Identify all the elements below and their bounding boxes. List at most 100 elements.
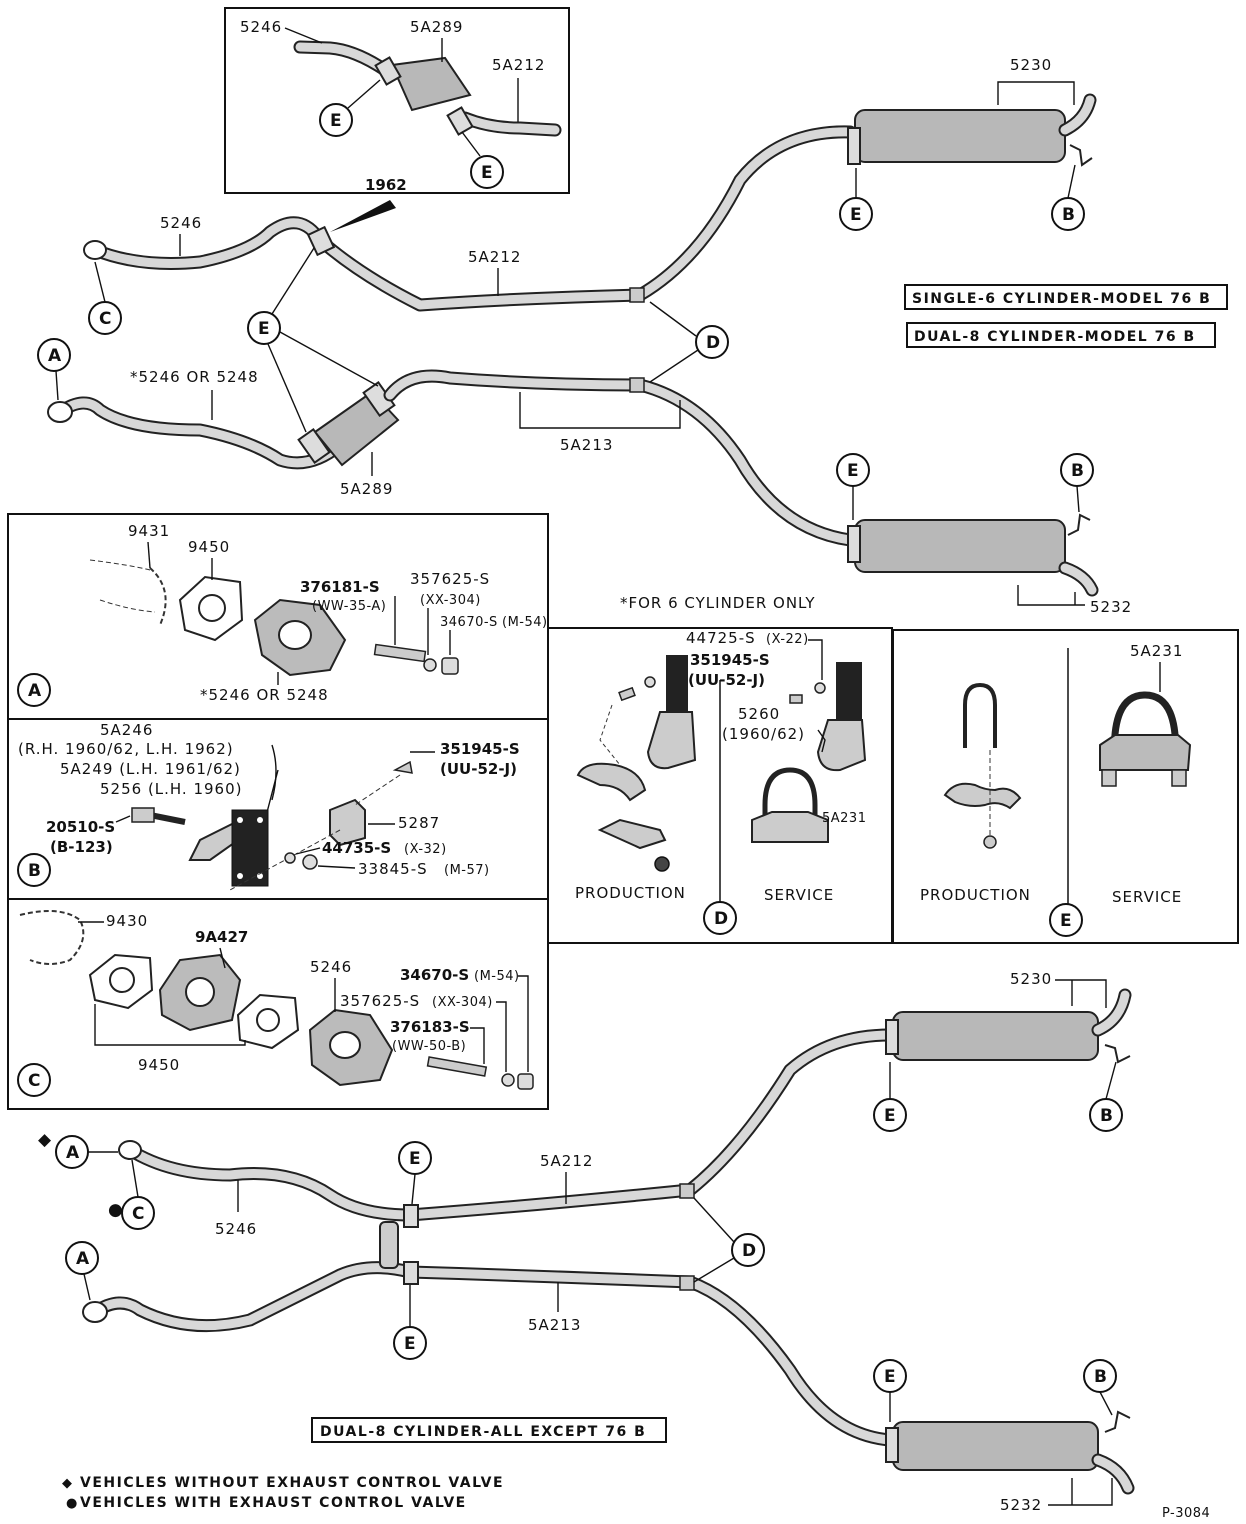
label-376183-s: 376183-S xyxy=(390,1018,470,1036)
label-5232: 5232 xyxy=(1000,1496,1042,1514)
resonator-shape xyxy=(390,56,472,112)
label-5A246-note: (R.H. 1960/62, L.H. 1962) xyxy=(18,740,234,758)
callout-d: D xyxy=(731,1233,765,1267)
svg-text:B: B xyxy=(1071,461,1084,481)
label-5246: 5246 xyxy=(310,958,352,976)
callout-b: B xyxy=(1060,453,1094,487)
label-9450: 9450 xyxy=(188,538,230,556)
label-5A212: 5A212 xyxy=(540,1152,593,1170)
detail-b-panel: 5A246 (R.H. 1960/62, L.H. 1962) 5A249 (L… xyxy=(7,718,549,900)
detail-c-panel: 9430 9A427 5246 34670-S (M-54) 357625-S … xyxy=(7,898,549,1110)
callout-e: E xyxy=(839,197,873,231)
callout-b: B xyxy=(1089,1098,1123,1132)
diamond-marker: ◆ xyxy=(38,1130,52,1150)
label-9450: 9450 xyxy=(138,1056,180,1074)
callout-e: E xyxy=(873,1098,907,1132)
label-376181-s: 376181-S xyxy=(300,578,380,596)
label-service: SERVICE xyxy=(1112,888,1182,906)
svg-text:E: E xyxy=(481,163,493,183)
callout-e: E xyxy=(393,1326,427,1360)
legend: ◆ VEHICLES WITHOUT EXHAUST CONTROL VALVE… xyxy=(62,1475,1210,1521)
production-insulator-shape xyxy=(666,655,688,713)
callout-e: E xyxy=(470,155,504,189)
label-5246-or-5248: *5246 OR 5248 xyxy=(200,686,329,704)
label-44725-s: 44725-S xyxy=(686,629,756,647)
bottom-exhaust-system: 5230 5A212 5246 5A213 5232 ◆ A ● C E D A… xyxy=(38,970,1135,1514)
label-5246-or-5248: *5246 OR 5248 xyxy=(130,368,259,386)
label-34670-s: 34670-S xyxy=(400,966,469,984)
label-33845-s: 33845-S xyxy=(358,860,428,878)
label-351945-code: (UU-52-J) xyxy=(688,671,765,689)
rubber-insulator-shape xyxy=(231,809,269,887)
label-44735-s: 44735-S xyxy=(322,839,391,857)
figure-id: P-3084 xyxy=(1162,1506,1210,1521)
label-9A427: 9A427 xyxy=(195,928,248,946)
muffler-5230 xyxy=(892,1011,1099,1061)
label-357625-s: 357625-S xyxy=(340,992,420,1010)
label-dual-8-all-except: DUAL-8 CYLINDER-ALL EXCEPT 76 B xyxy=(320,1424,646,1440)
label-5A231: 5A231 xyxy=(822,811,866,826)
svg-text:E: E xyxy=(884,1106,896,1126)
label-single-6-cylinder: SINGLE-6 CYLINDER-MODEL 76 B xyxy=(912,291,1211,307)
legend-with-valve: VEHICLES WITH EXHAUST CONTROL VALVE xyxy=(80,1495,467,1511)
detail-d-panel: 44725-S (X-22) 351945-S (UU-52-J) 5260 (… xyxy=(547,627,893,944)
svg-text:D: D xyxy=(714,909,728,929)
label-service: SERVICE xyxy=(764,886,834,904)
svg-text:B: B xyxy=(1062,205,1075,225)
callout-e: E xyxy=(1049,903,1083,937)
callout-a: A xyxy=(55,1135,89,1169)
label-351945-s: 351945-S xyxy=(690,651,770,669)
svg-text:D: D xyxy=(742,1241,756,1261)
label-5A212: 5A212 xyxy=(468,248,521,266)
callout-c: C xyxy=(88,301,122,335)
svg-text:C: C xyxy=(132,1204,144,1224)
svg-text:A: A xyxy=(48,346,62,366)
svg-text:E: E xyxy=(847,461,859,481)
label-9431: 9431 xyxy=(128,522,170,540)
svg-text:B: B xyxy=(1100,1106,1113,1126)
detail-e-panel: 5A231 PRODUCTION SERVICE E xyxy=(892,629,1239,944)
diamond-bullet: ◆ xyxy=(62,1476,73,1491)
svg-text:C: C xyxy=(28,1071,40,1091)
callout-c: C xyxy=(121,1196,155,1230)
label-34670-code: (M-54) xyxy=(502,615,548,630)
label-5232: 5232 xyxy=(1090,598,1132,616)
callout-d: D xyxy=(703,901,737,935)
label-5A289: 5A289 xyxy=(410,18,463,36)
label-5256: 5256 (L.H. 1960) xyxy=(100,780,243,798)
callout-d: D xyxy=(695,325,729,359)
label-5A212: 5A212 xyxy=(492,56,545,74)
svg-text:E: E xyxy=(258,319,270,339)
callout-b: B xyxy=(1083,1359,1117,1393)
label-5230: 5230 xyxy=(1010,970,1052,988)
label-34670-s: 34670-S xyxy=(440,615,498,630)
callout-e: E xyxy=(247,311,281,345)
label-5A231: 5A231 xyxy=(1130,642,1183,660)
label-376183-code: (WW-50-B) xyxy=(392,1039,466,1054)
label-357625-code: (XX-304) xyxy=(420,593,481,608)
label-34670-code: (M-54) xyxy=(474,969,520,984)
label-5A249: 5A249 (L.H. 1961/62) xyxy=(60,760,241,778)
label-376181-code: (WW-35-A) xyxy=(312,599,386,614)
label-9430: 9430 xyxy=(106,912,148,930)
label-5246: 5246 xyxy=(240,18,282,36)
top-exhaust-system: 5230 5246 5A212 *5246 OR 5248 5A213 5A28… xyxy=(37,56,1228,616)
callout-b: B xyxy=(1051,197,1085,231)
detail-a-panel: 9431 9450 376181-S (WW-35-A) 357625-S (X… xyxy=(7,513,549,720)
svg-text:A: A xyxy=(76,1249,90,1269)
label-44735-code: (X-32) xyxy=(404,842,447,857)
callout-c: C xyxy=(17,1063,51,1097)
legend-without-valve: VEHICLES WITHOUT EXHAUST CONTROL VALVE xyxy=(80,1475,504,1491)
svg-text:E: E xyxy=(1060,911,1072,931)
label-5A213: 5A213 xyxy=(560,436,613,454)
label-5260-note: (1960/62) xyxy=(722,725,805,743)
svg-text:A: A xyxy=(66,1143,80,1163)
muffler-5232 xyxy=(892,1421,1099,1471)
label-351945-s: 351945-S xyxy=(440,740,520,758)
label-20510-code: (B-123) xyxy=(50,838,113,856)
callout-e: E xyxy=(836,453,870,487)
svg-text:E: E xyxy=(409,1149,421,1169)
dot-bullet: ● xyxy=(66,1496,78,1511)
callout-a: A xyxy=(17,673,51,707)
